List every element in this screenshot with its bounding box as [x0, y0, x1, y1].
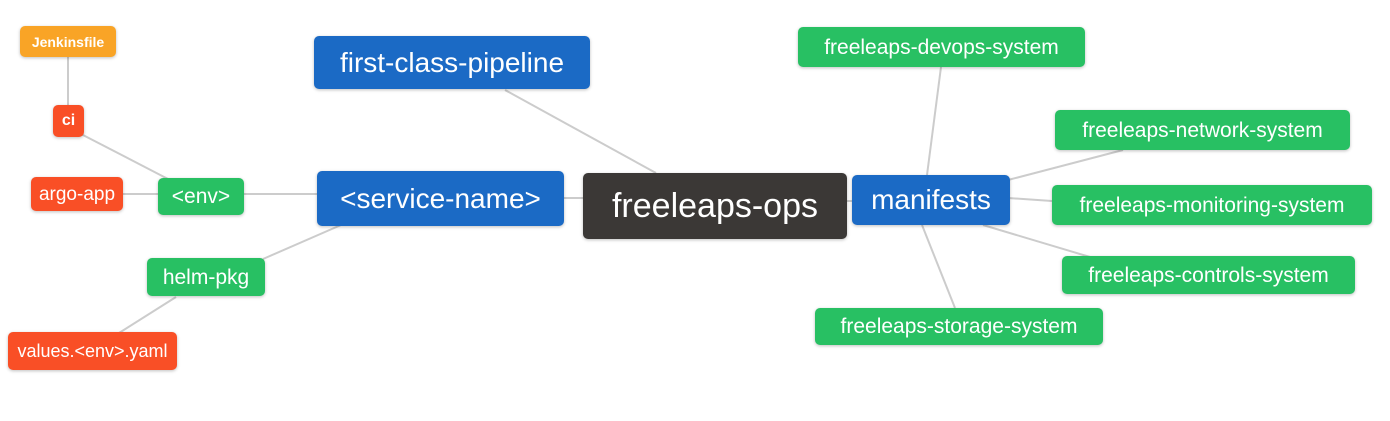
edge-manifests-to-freeleaps-devops-system [926, 66, 942, 176]
node-ci[interactable]: ci [53, 105, 84, 137]
node-manifests[interactable]: manifests [852, 175, 1010, 225]
node-jenkinsfile[interactable]: Jenkinsfile [20, 26, 116, 57]
node-first-class-pipeline[interactable]: first-class-pipeline [314, 36, 590, 89]
edge-manifests-to-freeleaps-monitoring-system [1007, 197, 1053, 202]
node-env[interactable]: <env> [158, 178, 244, 215]
edge-values-env-yaml-to-helm-pkg [118, 296, 177, 334]
edge-first-class-pipeline-to-freeleaps-ops [504, 89, 657, 174]
edge-helm-pkg-to-service-name [262, 224, 342, 260]
node-freeleaps-storage-system[interactable]: freeleaps-storage-system [815, 308, 1103, 345]
node-freeleaps-network-system[interactable]: freeleaps-network-system [1055, 110, 1350, 150]
node-argo-app[interactable]: argo-app [31, 177, 123, 211]
edge-manifests-to-freeleaps-controls-system [982, 224, 1091, 258]
node-values-env-yaml[interactable]: values.<env>.yaml [8, 332, 177, 370]
node-helm-pkg[interactable]: helm-pkg [147, 258, 265, 296]
edge-manifests-to-freeleaps-network-system [1007, 149, 1124, 181]
node-freeleaps-ops[interactable]: freeleaps-ops [583, 173, 847, 239]
edge-ci-to-env [80, 133, 169, 180]
node-freeleaps-controls-system[interactable]: freeleaps-controls-system [1062, 256, 1355, 294]
node-service-name[interactable]: <service-name> [317, 171, 564, 226]
node-freeleaps-devops-system[interactable]: freeleaps-devops-system [798, 27, 1085, 67]
edge-manifests-to-freeleaps-storage-system [921, 224, 956, 309]
node-freeleaps-monitoring-system[interactable]: freeleaps-monitoring-system [1052, 185, 1372, 225]
